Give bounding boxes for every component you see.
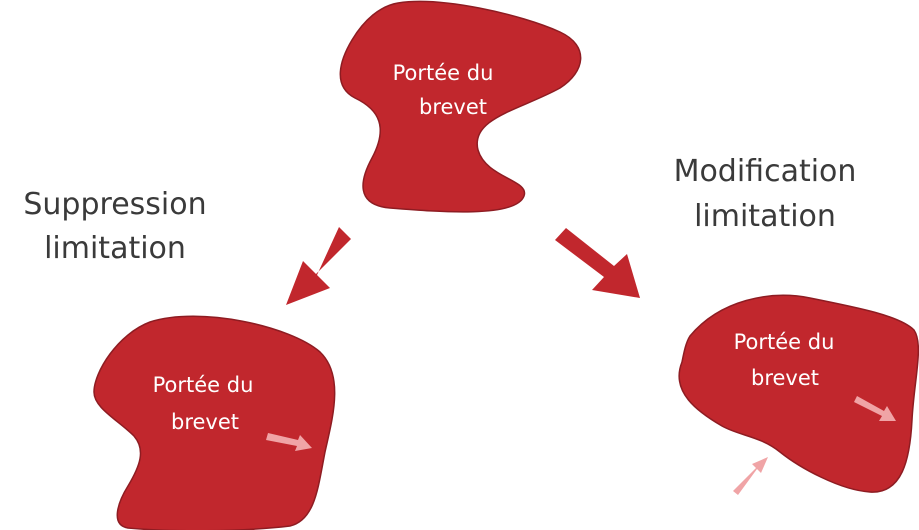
outer-small-arrow-icon xyxy=(733,457,768,495)
left-scope-shape: Portée du brevet xyxy=(93,315,336,530)
left-main-arrow xyxy=(286,227,351,305)
right-caption-line1: Modification xyxy=(674,154,857,189)
top-scope-shape: Portée du brevet xyxy=(339,0,582,213)
left-scope-label-line1: Portée du xyxy=(153,373,254,397)
right-scope-label-line1: Portée du xyxy=(734,330,835,354)
left-scope-label-line2: brevet xyxy=(171,410,239,434)
left-scope-blob xyxy=(93,315,336,530)
right-scope-shape: Portée du brevet xyxy=(678,294,919,493)
outer-small-arrow xyxy=(733,457,768,495)
left-caption-line1: Suppression xyxy=(23,187,206,222)
right-caption: Modification limitation xyxy=(674,154,857,234)
left-caption: Suppression limitation xyxy=(23,187,206,266)
right-main-arrow xyxy=(555,228,640,298)
right-scope-label-line2: brevet xyxy=(751,366,819,390)
top-scope-label-line1: Portée du xyxy=(393,61,494,85)
left-caption-line2: limitation xyxy=(44,231,186,266)
left-scope-small-arrow-icon xyxy=(266,433,312,451)
right-scope-blob xyxy=(678,294,919,493)
top-scope-label-line2: brevet xyxy=(419,95,487,119)
right-scope-small-arrow-icon xyxy=(854,396,896,421)
left-main-arrow-shape xyxy=(286,227,351,305)
top-scope-blob xyxy=(339,0,582,213)
right-caption-line2: limitation xyxy=(694,199,836,234)
right-main-arrow-shape xyxy=(555,228,640,298)
